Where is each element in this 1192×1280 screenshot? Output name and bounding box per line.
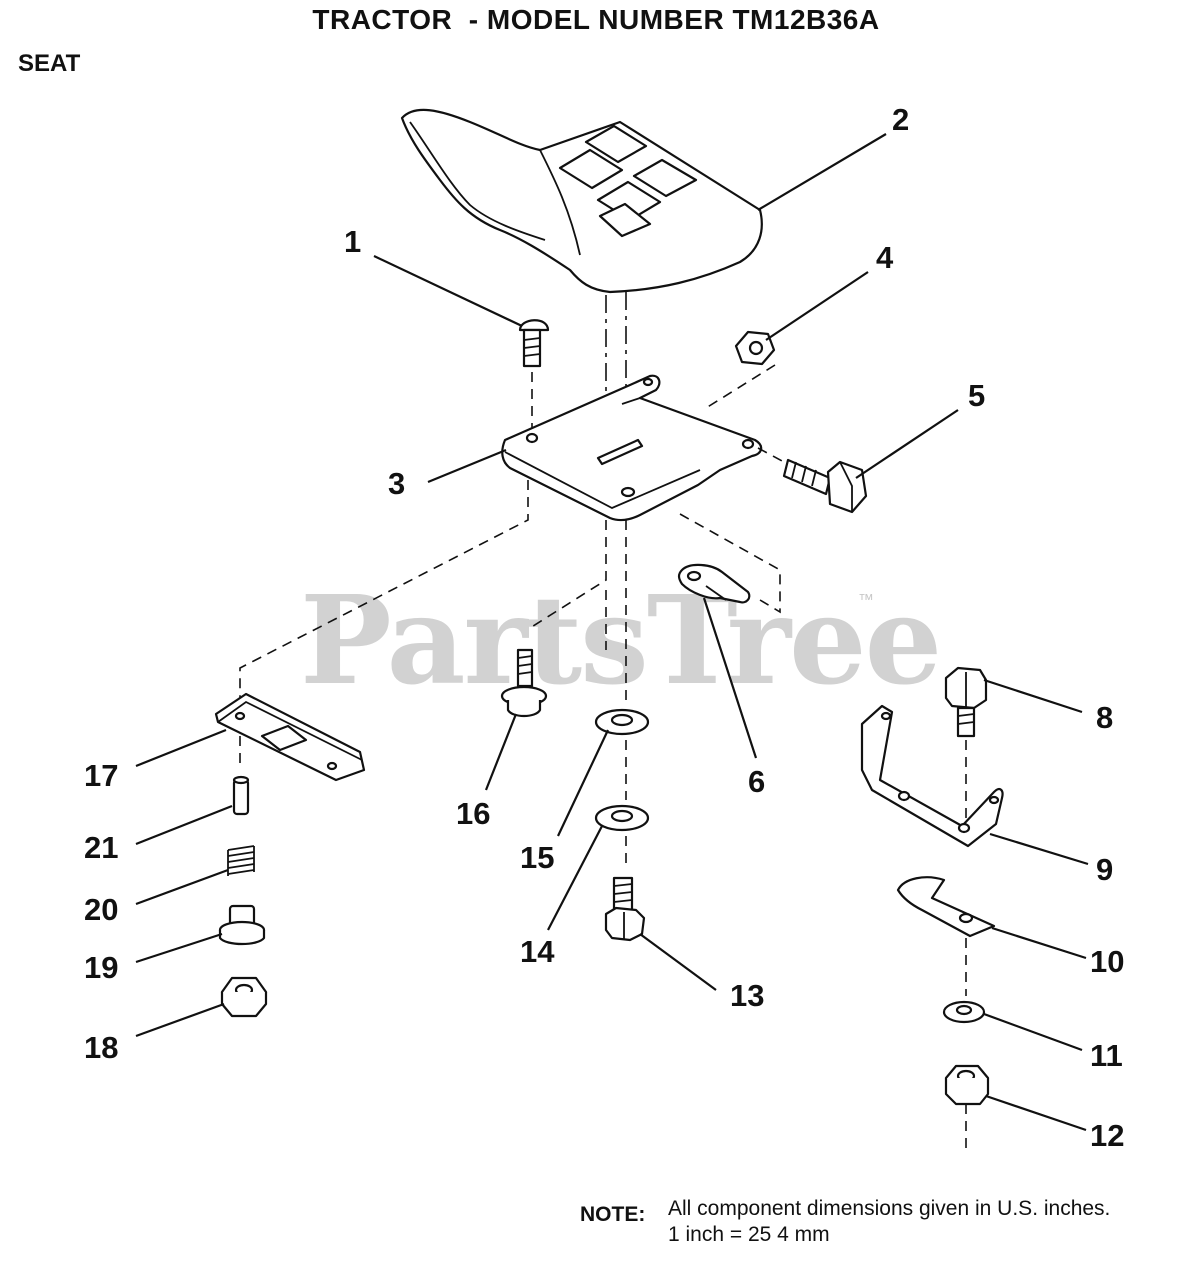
seat-clip[interactable] xyxy=(677,563,751,604)
callout-11: 11 xyxy=(1090,1038,1123,1073)
callout-16: 16 xyxy=(456,796,490,831)
section-title: SEAT xyxy=(18,50,81,77)
seat-plate[interactable] xyxy=(501,374,763,522)
slide-bracket[interactable] xyxy=(214,692,366,782)
callout-18: 18 xyxy=(84,1030,118,1065)
callout-9: 9 xyxy=(1096,852,1113,887)
callout-5: 5 xyxy=(968,378,985,413)
lock-nut[interactable] xyxy=(944,1064,990,1106)
hex-nut[interactable] xyxy=(734,330,776,366)
callout-10: 10 xyxy=(1090,944,1124,979)
mounting-bracket[interactable] xyxy=(860,704,1004,848)
callout-20: 20 xyxy=(84,892,118,927)
retaining-clip[interactable] xyxy=(896,876,996,938)
shoulder-bolt[interactable] xyxy=(500,648,548,718)
hex-head-bolt[interactable] xyxy=(604,876,646,942)
callout-21: 21 xyxy=(84,830,118,865)
watermark: PartsTree xyxy=(300,568,942,712)
note-label: NOTE: xyxy=(580,1203,646,1226)
callout-4: 4 xyxy=(876,240,894,275)
note-text-line1: All component dimensions given in U.S. i… xyxy=(668,1197,1111,1220)
callout-6: 6 xyxy=(748,764,765,799)
callout-14: 14 xyxy=(520,934,555,969)
callout-17: 17 xyxy=(84,758,118,793)
carriage-bolt[interactable] xyxy=(518,319,550,368)
adjustment-knob[interactable] xyxy=(218,904,266,946)
page-title: TRACTOR - MODEL NUMBER TM12B36A xyxy=(312,4,880,35)
seat[interactable] xyxy=(400,108,763,294)
callout-12: 12 xyxy=(1090,1118,1124,1153)
washer-right[interactable] xyxy=(942,1000,986,1024)
flat-washer-large[interactable] xyxy=(594,708,650,736)
callout-15: 15 xyxy=(520,840,554,875)
flat-washer-small[interactable] xyxy=(594,804,650,832)
compression-spring[interactable] xyxy=(227,845,255,876)
callout-2: 2 xyxy=(892,102,909,137)
hex-bolt[interactable] xyxy=(782,458,868,514)
callout-13: 13 xyxy=(730,978,764,1013)
flange-nut[interactable] xyxy=(220,976,268,1018)
pin[interactable] xyxy=(232,775,250,816)
watermark-trademark: ™ xyxy=(858,592,874,609)
note-text-line2: 1 inch = 25 4 mm xyxy=(668,1223,830,1246)
callout-19: 19 xyxy=(84,950,118,985)
hex-bolt-right[interactable] xyxy=(944,666,988,738)
callout-3: 3 xyxy=(388,466,405,501)
callout-8: 8 xyxy=(1096,700,1113,735)
callout-1: 1 xyxy=(344,224,361,259)
